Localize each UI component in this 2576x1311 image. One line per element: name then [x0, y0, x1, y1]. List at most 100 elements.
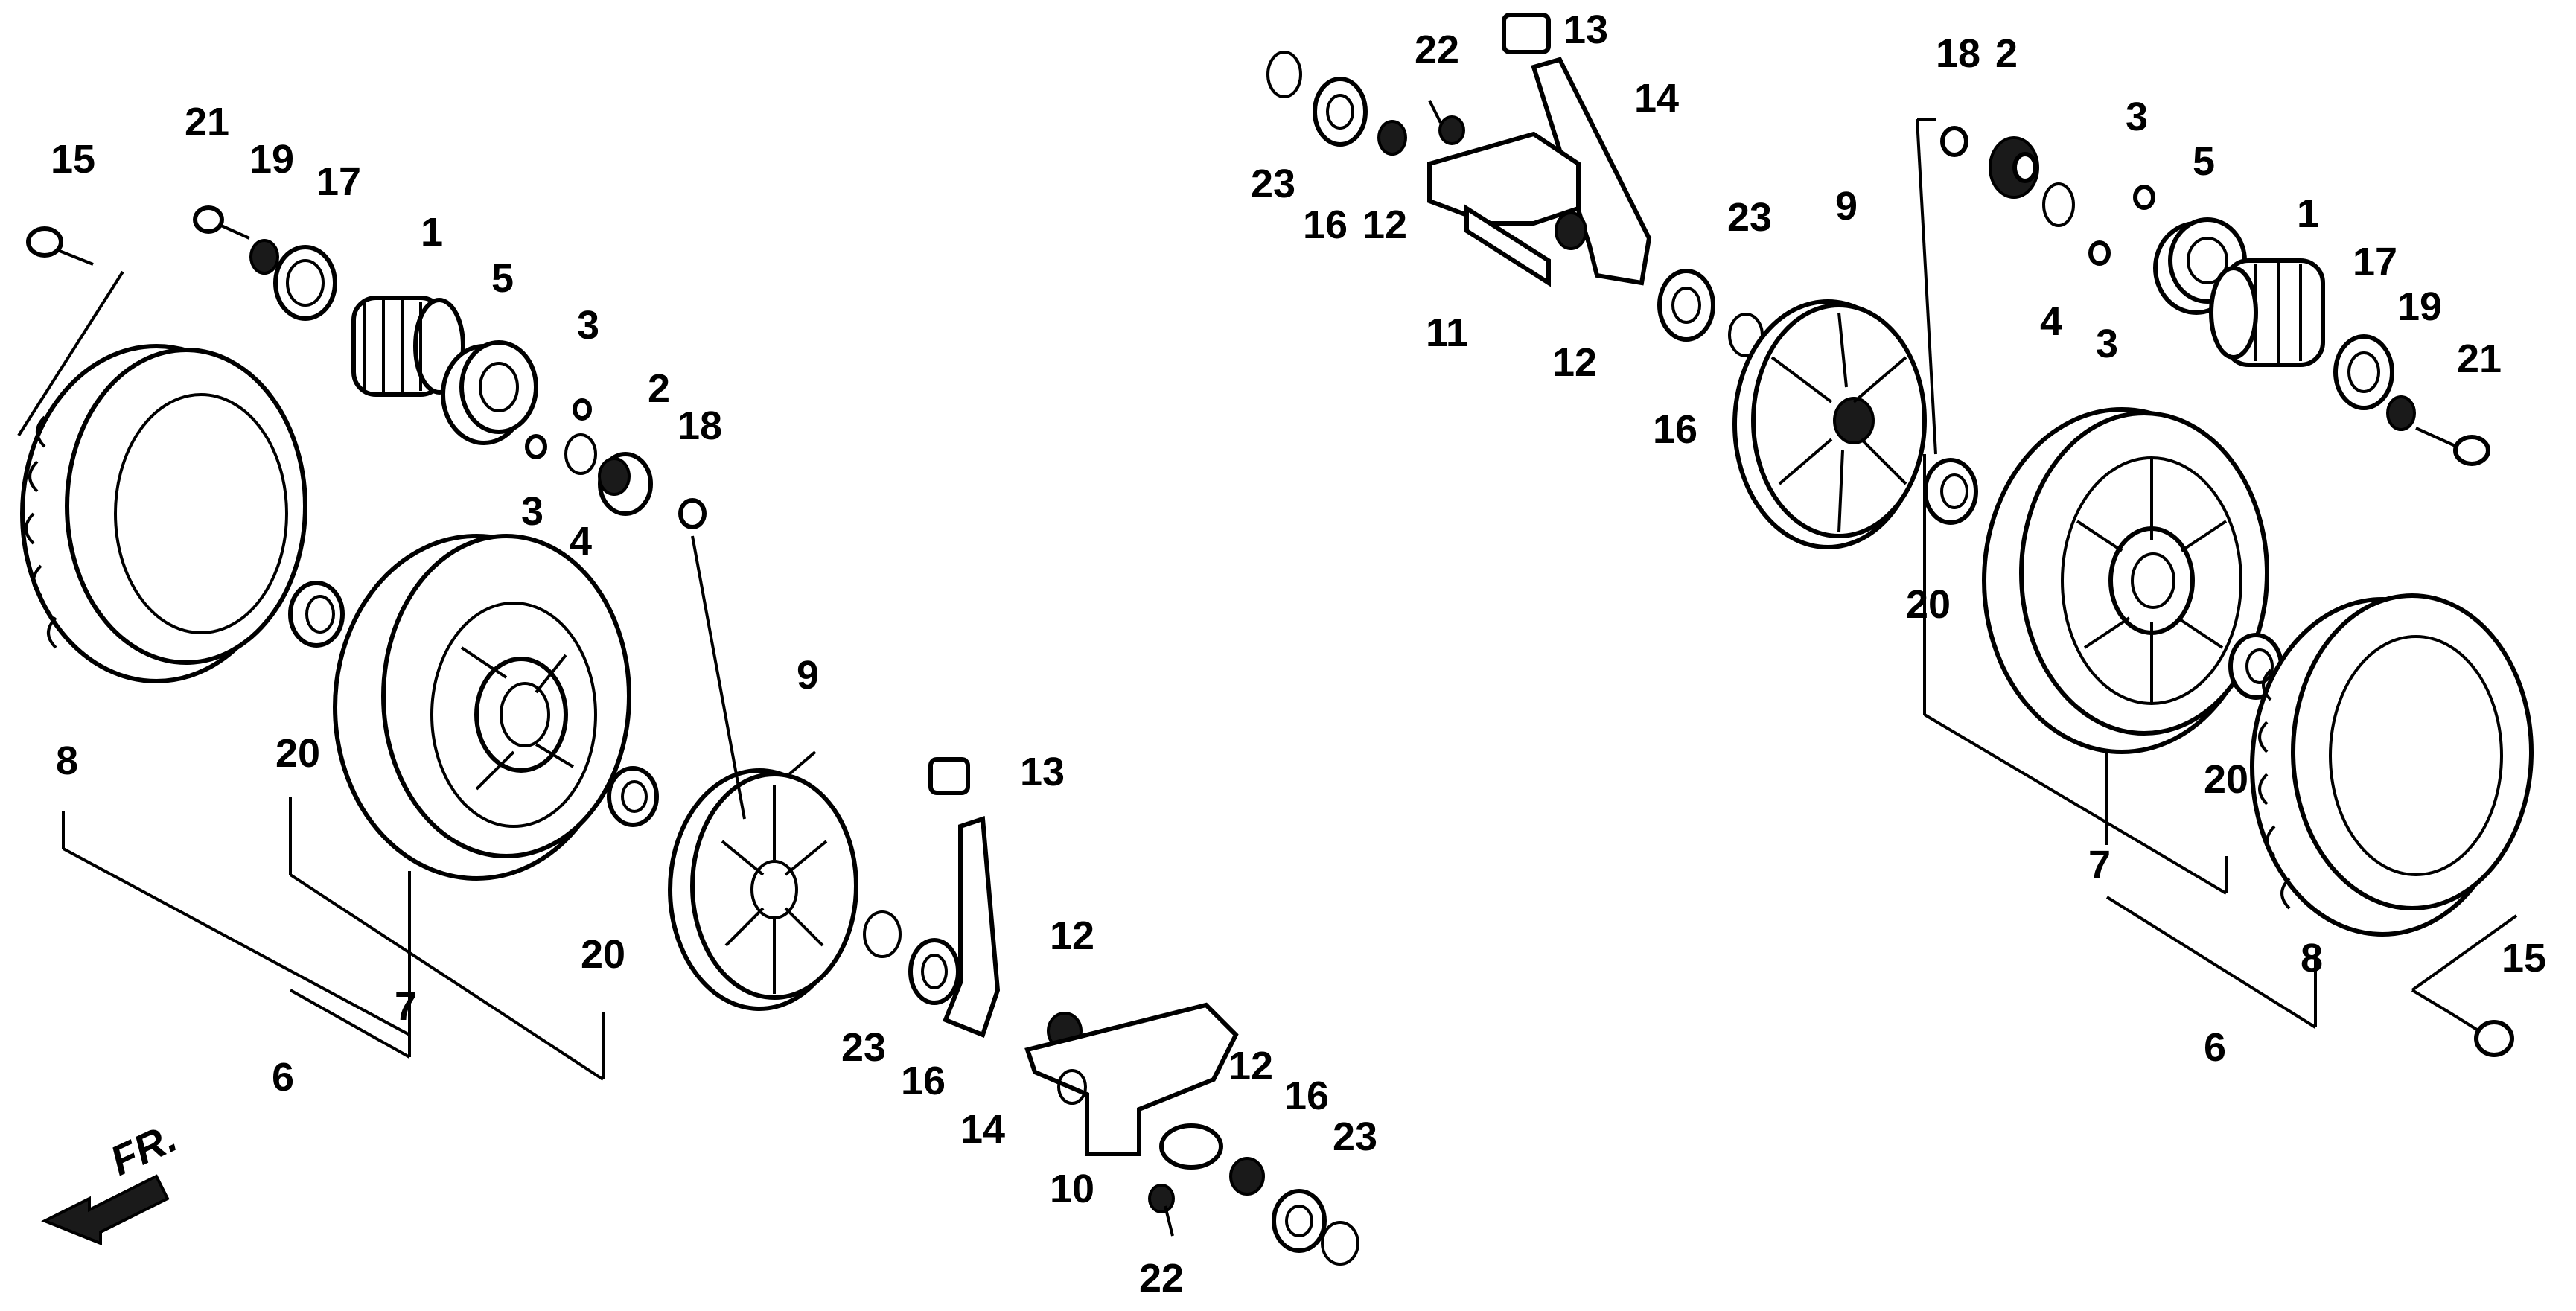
axle-part — [1024, 1002, 1239, 1170]
label-bearing-large: 5 — [2193, 139, 2215, 184]
pin-part — [573, 398, 592, 421]
label-screw: 21 — [2457, 336, 2502, 381]
label-pin-bolt: 22 — [1139, 1256, 1184, 1301]
label-washer-plain: 16 — [1653, 407, 1697, 452]
label-snap-ring: 23 — [841, 1025, 886, 1070]
label-axle: 10 — [1050, 1167, 1094, 1211]
arm-part — [943, 815, 1001, 1038]
label-pin-bolt: 22 — [1415, 28, 1459, 72]
tire-part — [2250, 593, 2534, 937]
washer-small-part — [2386, 395, 2416, 431]
left-assembly: FR. 15 21 19 17 1 5 3 2 18 3 4 8 20 9 13… — [17, 100, 1377, 1301]
label-bolt: 15 — [51, 137, 95, 182]
label-washer-large: 17 — [316, 159, 361, 204]
label-nut-bottom: 12 — [1228, 1044, 1273, 1088]
washer-tiny-part — [1940, 126, 1968, 157]
pin-part-b — [2088, 240, 2111, 266]
right-assembly: 13 22 14 23 16 12 11 12 23 16 9 18 2 4 3… — [1251, 7, 2546, 1070]
bearing-outer-part — [607, 766, 659, 827]
hub-cap-part — [1732, 299, 1927, 549]
label-bearing-inner: 20 — [1906, 582, 1951, 627]
bolt-part — [26, 226, 94, 266]
label-flat-washer: 16 — [1284, 1074, 1329, 1118]
label-drive-gear: 2 — [1995, 31, 2018, 76]
label-pin-a: 3 — [577, 303, 599, 348]
clip-part — [564, 433, 597, 475]
washer-tiny-part — [678, 498, 707, 529]
clip-ring-part — [1321, 1221, 1359, 1266]
flat-washer-part — [1313, 77, 1368, 147]
nut-top-part — [1377, 120, 1407, 156]
washer-plain-part — [908, 938, 960, 1005]
label-bearing-outer: 20 — [581, 932, 625, 977]
label-pinion-gear: 1 — [2297, 191, 2319, 236]
nut-bottom-part — [1229, 1157, 1265, 1196]
latch-block-part — [928, 757, 970, 795]
pinion-gear-part — [2209, 258, 2325, 367]
label-clip: 4 — [2040, 299, 2062, 344]
left-leader-lines — [17, 270, 817, 1081]
label-latch-block: 13 — [1020, 750, 1065, 794]
right-leader-lines — [1916, 118, 2518, 1029]
label-arm: 14 — [960, 1107, 1005, 1152]
label-pin-a: 3 — [2126, 95, 2148, 139]
drive-gear-part — [1989, 136, 2039, 199]
washer-large-part — [2333, 334, 2394, 410]
label-washer-tiny: 18 — [678, 403, 722, 448]
washer-small-part — [249, 239, 279, 275]
label-bearing-outer: 20 — [2204, 757, 2248, 802]
bearing-large-part — [441, 340, 538, 445]
label-clip: 4 — [570, 519, 592, 564]
label-clip-ring: 23 — [1251, 162, 1295, 206]
label-hub-cap: 9 — [797, 653, 819, 698]
label-nut-top: 12 — [1050, 913, 1094, 958]
label-arm: 14 — [1634, 76, 1679, 121]
bearing-inner-part — [1923, 458, 1978, 525]
label-washer-tiny: 18 — [1936, 31, 1980, 76]
label-drive-gear: 2 — [648, 366, 670, 411]
label-bearing-inner: 20 — [275, 731, 320, 776]
snap-ring-part — [863, 910, 902, 958]
label-washer-large: 17 — [2353, 240, 2397, 284]
pin-part — [2133, 185, 2155, 210]
clip-part — [2042, 182, 2075, 227]
label-tire: 8 — [2301, 936, 2323, 980]
arm-part — [1531, 57, 1652, 286]
label-hub-cap: 9 — [1835, 184, 1858, 229]
label-axle: 11 — [1426, 310, 1468, 355]
clip-ring-part — [1266, 51, 1302, 98]
screw-part — [2415, 427, 2490, 466]
label-bearing-large: 5 — [491, 256, 514, 301]
label-washer-small: 19 — [2397, 284, 2442, 329]
label-latch-block: 13 — [1563, 7, 1608, 52]
label-washer-small: 19 — [249, 137, 294, 182]
label-wheel-assembly: 6 — [2204, 1025, 2226, 1070]
wheel-part — [333, 534, 631, 881]
washer-plain-part — [1657, 269, 1715, 342]
axle-part — [1427, 131, 1587, 287]
pin-bolt-part — [1148, 1184, 1175, 1237]
label-snap-ring: 23 — [1727, 195, 1772, 240]
front-direction-label: FR. — [103, 1114, 183, 1184]
pin-bolt-part — [1428, 100, 1465, 145]
label-screw: 21 — [185, 100, 229, 144]
drive-gear-part — [598, 452, 653, 516]
label-washer-plain: 16 — [901, 1059, 946, 1103]
label-pinion-gear: 1 — [421, 210, 443, 255]
latch-block-part — [1502, 13, 1551, 54]
hub-cap-part — [668, 768, 858, 1011]
front-direction-arrow: FR. — [41, 1114, 184, 1245]
label-bolt: 15 — [2502, 936, 2546, 980]
bearing-inner-part — [288, 581, 345, 648]
tire-part — [20, 344, 307, 683]
label-wheel: 7 — [2088, 843, 2111, 887]
label-clip-ring: 23 — [1333, 1114, 1377, 1159]
label-nut-top: 12 — [1362, 202, 1407, 247]
label-tire: 8 — [56, 739, 78, 783]
label-wheel: 7 — [395, 984, 417, 1029]
label-pin-b: 3 — [2096, 322, 2118, 366]
screw-part — [193, 205, 250, 240]
label-nut-bottom: 12 — [1552, 340, 1597, 385]
label-flat-washer: 16 — [1303, 202, 1348, 247]
